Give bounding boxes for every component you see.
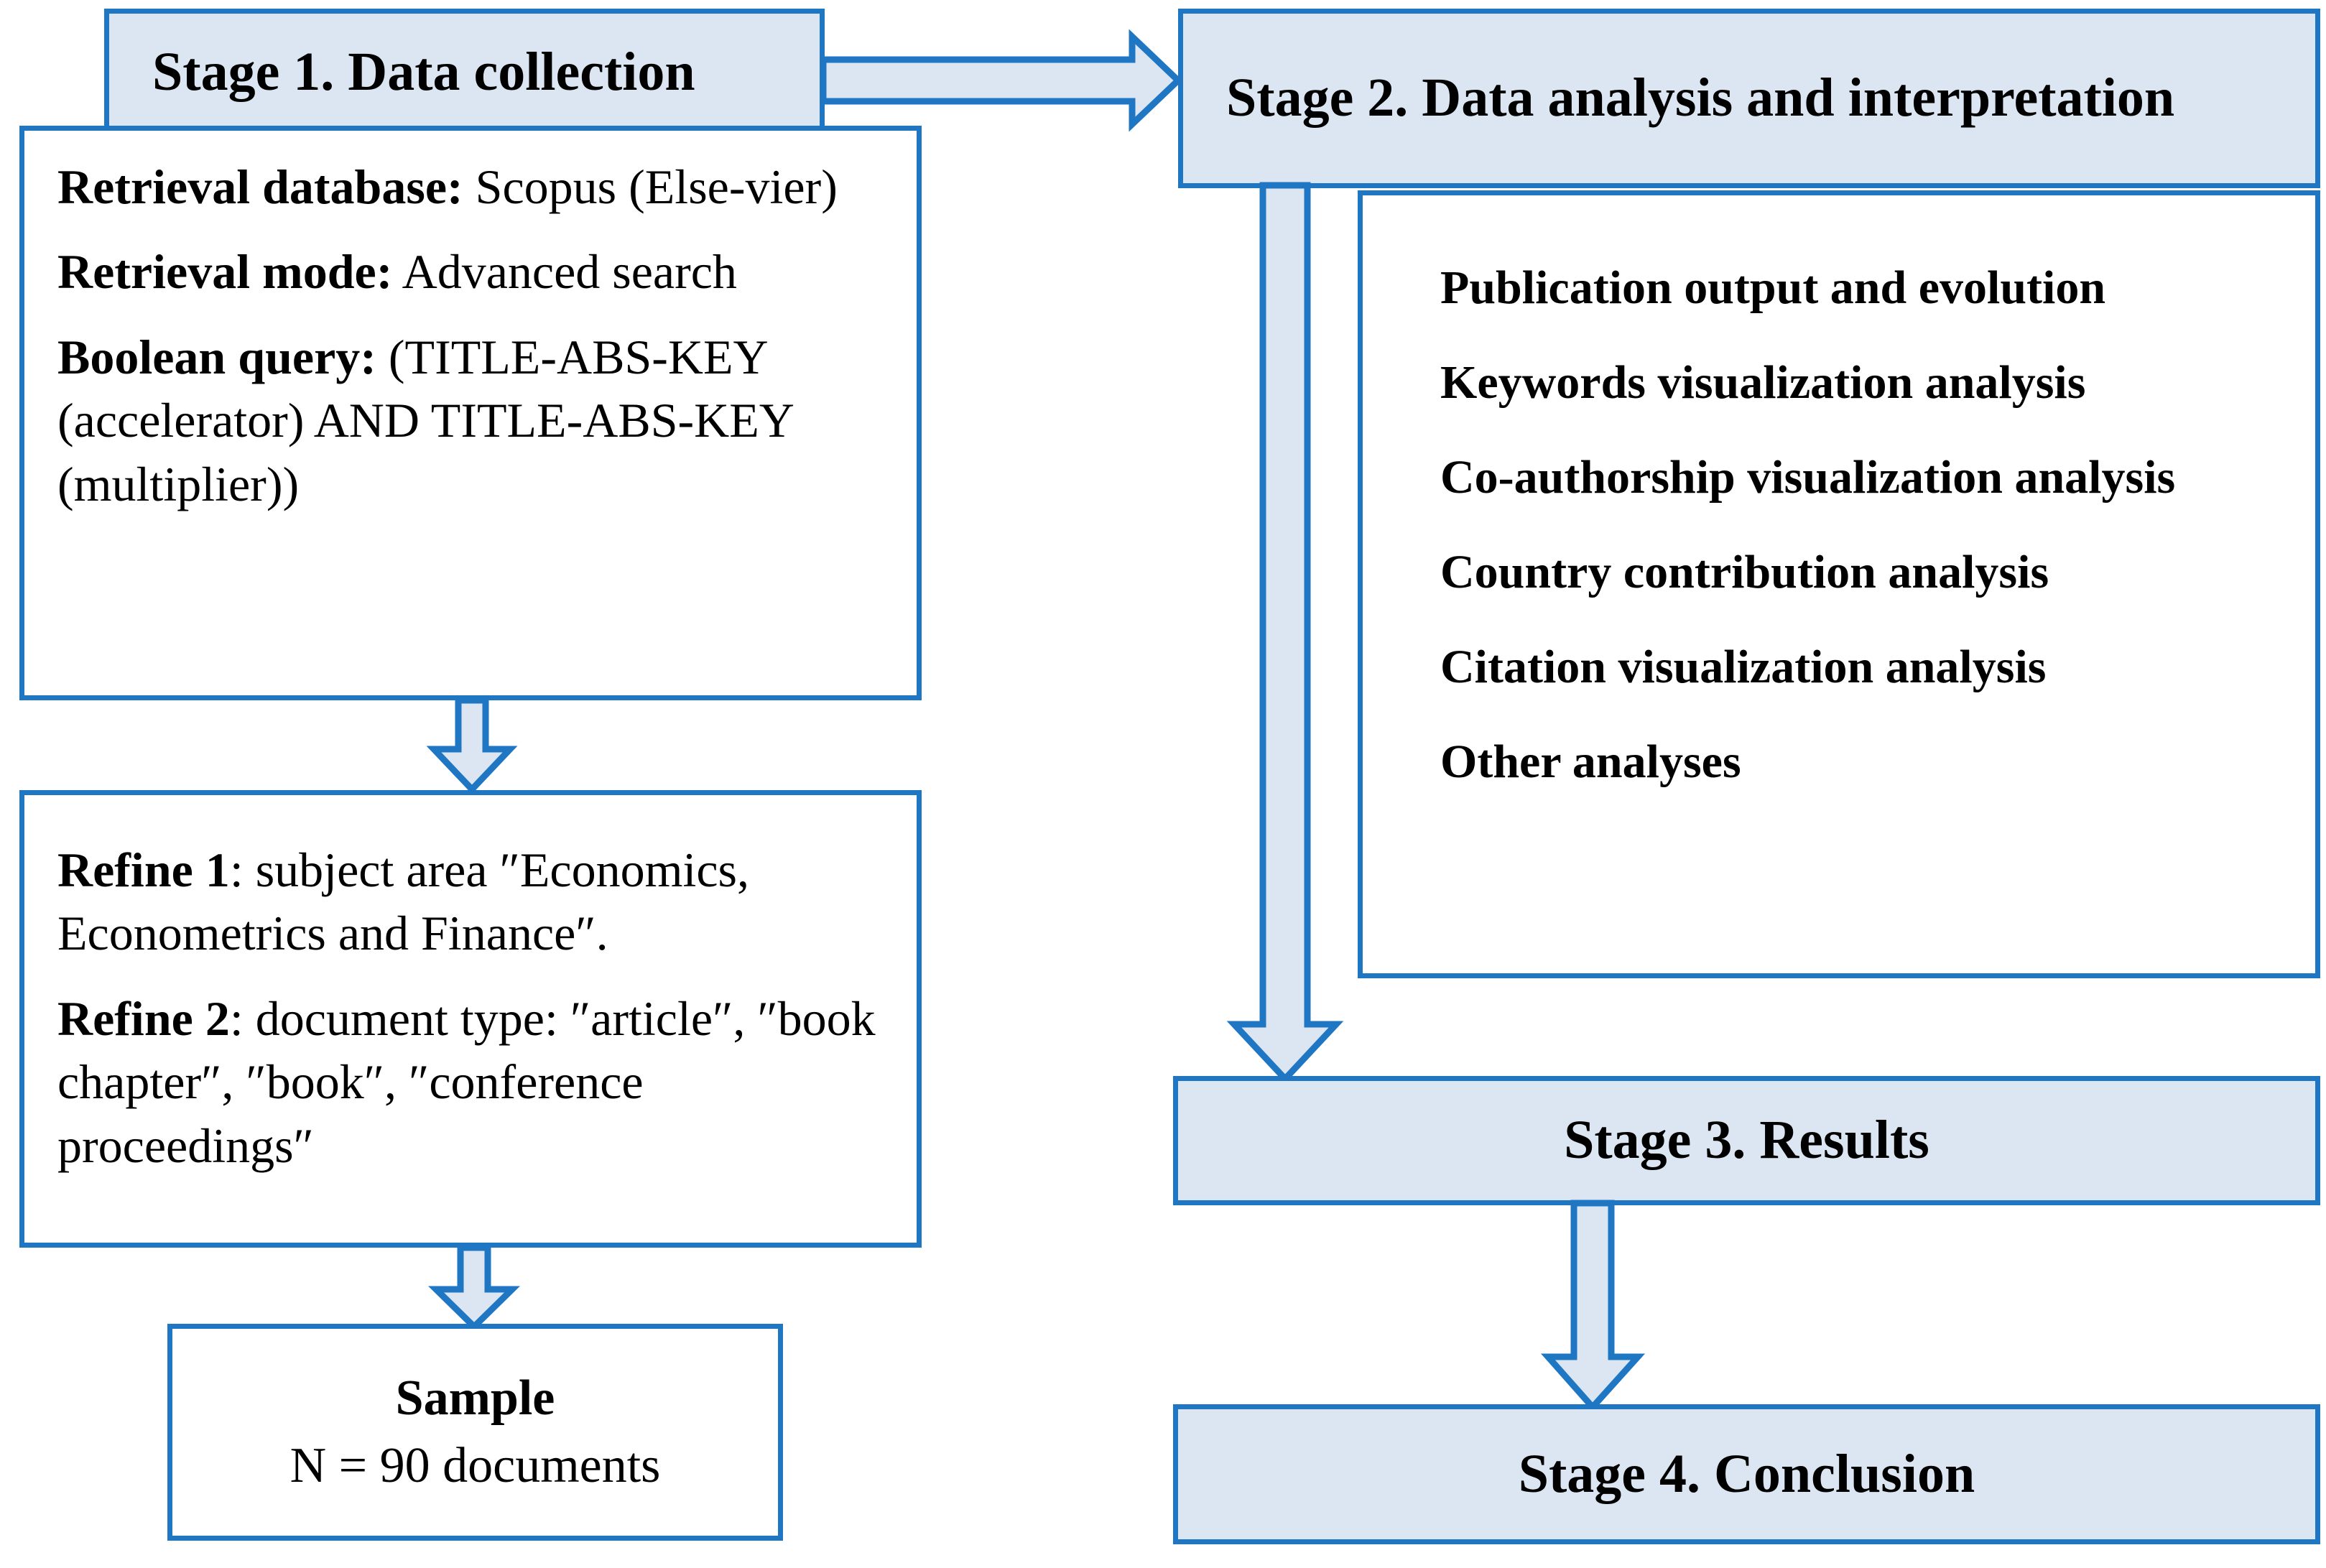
sample-count: N = 90 documents bbox=[289, 1438, 661, 1493]
stage3-label: Stage 3. Results bbox=[1564, 1110, 1929, 1171]
refine1-line: Refine 1: subject area ″Economics, Econo… bbox=[57, 838, 884, 965]
retrieval-mode-label: Retrieval mode: bbox=[57, 244, 393, 300]
arrow-down-stage2-to-stage3 bbox=[1226, 182, 1345, 1084]
retrieval-details-box: Retrieval database: Scopus (Else-­vier) … bbox=[19, 126, 922, 700]
stage2-header-box[interactable]: Stage 2. Data analysis and interpretatio… bbox=[1178, 9, 2320, 188]
refine2-label: Refine 2 bbox=[57, 991, 230, 1046]
retrieval-mode-line: Retrieval mode: Advanced search bbox=[57, 240, 884, 303]
analysis-item-other-analyses: Other analyses bbox=[1440, 735, 1741, 788]
sample-box: Sample N = 90 documents bbox=[167, 1324, 783, 1541]
stage2-header-label: Stage 2. Data analysis and interpretatio… bbox=[1226, 68, 2175, 129]
retrieval-database-label: Retrieval database: bbox=[57, 159, 463, 214]
arrow-right-stage1-to-stage2 bbox=[820, 29, 1183, 132]
arrow-down-retrieval-to-refine bbox=[426, 697, 518, 794]
refine1-value: : subject area ″Economics, Econometrics … bbox=[57, 843, 749, 961]
retrieval-mode-value: Advanced search bbox=[392, 244, 737, 300]
refine1-label: Refine 1 bbox=[57, 843, 230, 897]
boolean-query-line: Boolean query: (TITLE-ABS-KEY (accelerat… bbox=[57, 325, 884, 516]
retrieval-database-line: Retrieval database: Scopus (Else-­vier) bbox=[57, 155, 884, 218]
stage3-box[interactable]: Stage 3. Results bbox=[1173, 1076, 2320, 1205]
arrow-down-stage3-to-stage4 bbox=[1541, 1200, 1646, 1412]
refine2-line: Refine 2: document type: ″article″, ″boo… bbox=[57, 987, 884, 1177]
arrow-down-refine-to-sample bbox=[427, 1244, 521, 1332]
retrieval-database-value: Scopus (Else-­vier) bbox=[463, 159, 838, 214]
refine-details-box: Refine 1: subject area ″Economics, Econo… bbox=[19, 790, 922, 1248]
stage4-label: Stage 4. Conclusion bbox=[1518, 1443, 1975, 1504]
analysis-item-coauthorship-visualization: Co-authorship visualization analysis bbox=[1440, 450, 2176, 504]
stage1-header-box[interactable]: Stage 1. Data collection bbox=[104, 9, 825, 136]
boolean-query-label: Boolean query: bbox=[57, 329, 376, 384]
analysis-item-citation-visualization: Citation visualization analysis bbox=[1440, 640, 2047, 693]
analysis-item-country-contribution: Country contribution analysis bbox=[1440, 545, 2049, 598]
sample-title: Sample bbox=[395, 1370, 555, 1426]
stage1-header-label: Stage 1. Data collection bbox=[152, 42, 695, 103]
analysis-item-keywords-visualization: Keywords visualization analysis bbox=[1440, 356, 2086, 409]
stage4-box[interactable]: Stage 4. Conclusion bbox=[1173, 1404, 2320, 1544]
analysis-list-box: Publication output and evolution Keyword… bbox=[1358, 190, 2320, 978]
boolean-query-value: (TITLE-ABS-KEY (accelerator) AND TITLE-A… bbox=[57, 329, 793, 511]
analysis-item-publication-output: Publication output and evolution bbox=[1440, 261, 2106, 314]
refine2-value: : document type: ″article″, ″book chapte… bbox=[57, 991, 876, 1173]
